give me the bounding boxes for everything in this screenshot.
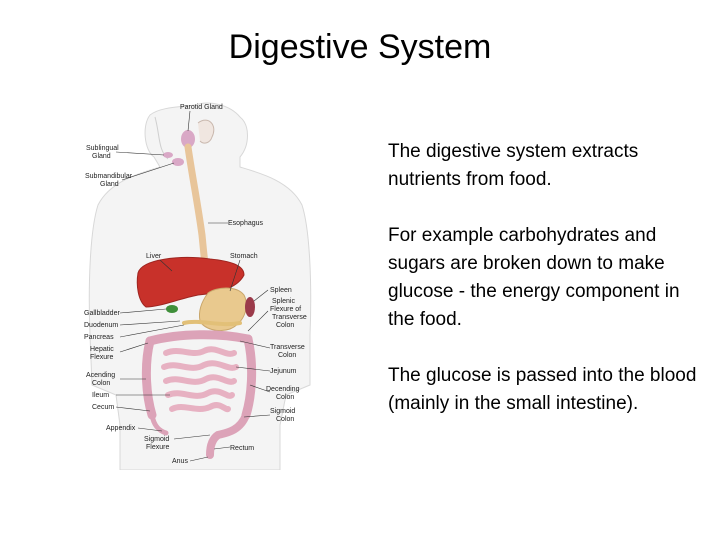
- label-appendix: Appendix: [106, 425, 136, 432]
- label-sigmoid-flexure-1: Sigmoid: [144, 436, 169, 443]
- ear-shape: [197, 119, 215, 144]
- label-ascending-colon-2: Colon: [92, 380, 110, 387]
- label-esophagus: Esophagus: [228, 220, 264, 227]
- label-duodenum: Duodenum: [84, 322, 118, 329]
- label-rectum: Rectum: [230, 445, 254, 452]
- parotid-gland: [181, 130, 195, 148]
- label-submandibular-gland-1: Submandibular: [85, 173, 133, 180]
- label-gallbladder: Gallbladder: [84, 310, 120, 317]
- ascending-colon-shape: [141, 336, 157, 420]
- paragraph-carbohydrates: For example carbohydrates and sugars are…: [388, 225, 680, 330]
- pancreas-shape: [182, 319, 242, 327]
- label-parotid-gland: Parotid Gland: [180, 104, 223, 111]
- label-anus: Anus: [172, 458, 188, 465]
- appendix-shape: [149, 412, 169, 436]
- label-sigmoid-flexure-2: Flexure: [146, 444, 169, 451]
- label-jejunum: Jejunum: [270, 368, 297, 375]
- label-splenic-flexure-3: Transverse: [272, 314, 307, 321]
- label-sublingual-gland-1: Sublingual: [86, 145, 119, 152]
- submandibular-gland: [172, 158, 184, 166]
- spleen-shape: [245, 297, 255, 317]
- label-sigmoid-colon-2: Colon: [276, 416, 294, 423]
- transverse-colon-shape: [145, 330, 253, 346]
- liver-shape: [136, 257, 245, 308]
- sublingual-gland: [163, 152, 173, 158]
- label-transverse-colon-1: Transverse: [270, 344, 305, 351]
- sigmoid-colon-shape: [206, 411, 250, 459]
- label-splenic-flexure-1: Splenic: [272, 298, 295, 305]
- stomach-shape: [199, 287, 247, 332]
- label-sigmoid-colon-1: Sigmoid: [270, 408, 295, 415]
- small-intestine-shape: [161, 346, 239, 413]
- label-descending-colon-2: Colon: [276, 394, 294, 401]
- label-hepatic-flexure-1: Hepatic: [90, 346, 114, 353]
- label-ascending-colon-1: Acending: [86, 372, 115, 379]
- label-spleen: Spleen: [270, 287, 292, 294]
- digestive-system-diagram: Parotid Gland Sublingual Gland Submandib…: [80, 95, 320, 470]
- descending-colon-shape: [241, 334, 257, 420]
- label-splenic-flexure-2: Flexure of: [270, 306, 301, 313]
- gallbladder-shape: [166, 305, 178, 313]
- label-submandibular-gland-2: Gland: [100, 181, 119, 188]
- description-text: The digestive system extracts nutrients …: [388, 138, 708, 446]
- label-sublingual-gland-2: Gland: [92, 153, 111, 160]
- leader-lines: [115, 110, 271, 462]
- label-descending-colon-1: Decending: [266, 386, 300, 393]
- label-transverse-colon-2: Colon: [278, 352, 296, 359]
- label-pancreas: Pancreas: [84, 334, 114, 341]
- label-splenic-flexure-4: Colon: [276, 322, 294, 329]
- label-ileum: Ileum: [92, 392, 109, 399]
- label-hepatic-flexure-2: Flexure: [90, 354, 113, 361]
- slide-title: Digestive System: [228, 28, 492, 66]
- label-liver: Liver: [146, 253, 162, 260]
- label-cecum: Cecum: [92, 404, 114, 411]
- paragraph-extracts: The digestive system extracts nutrients …: [388, 141, 639, 190]
- paragraph-glucose: The glucose is passed into the blood (ma…: [388, 365, 697, 414]
- label-stomach: Stomach: [230, 253, 258, 260]
